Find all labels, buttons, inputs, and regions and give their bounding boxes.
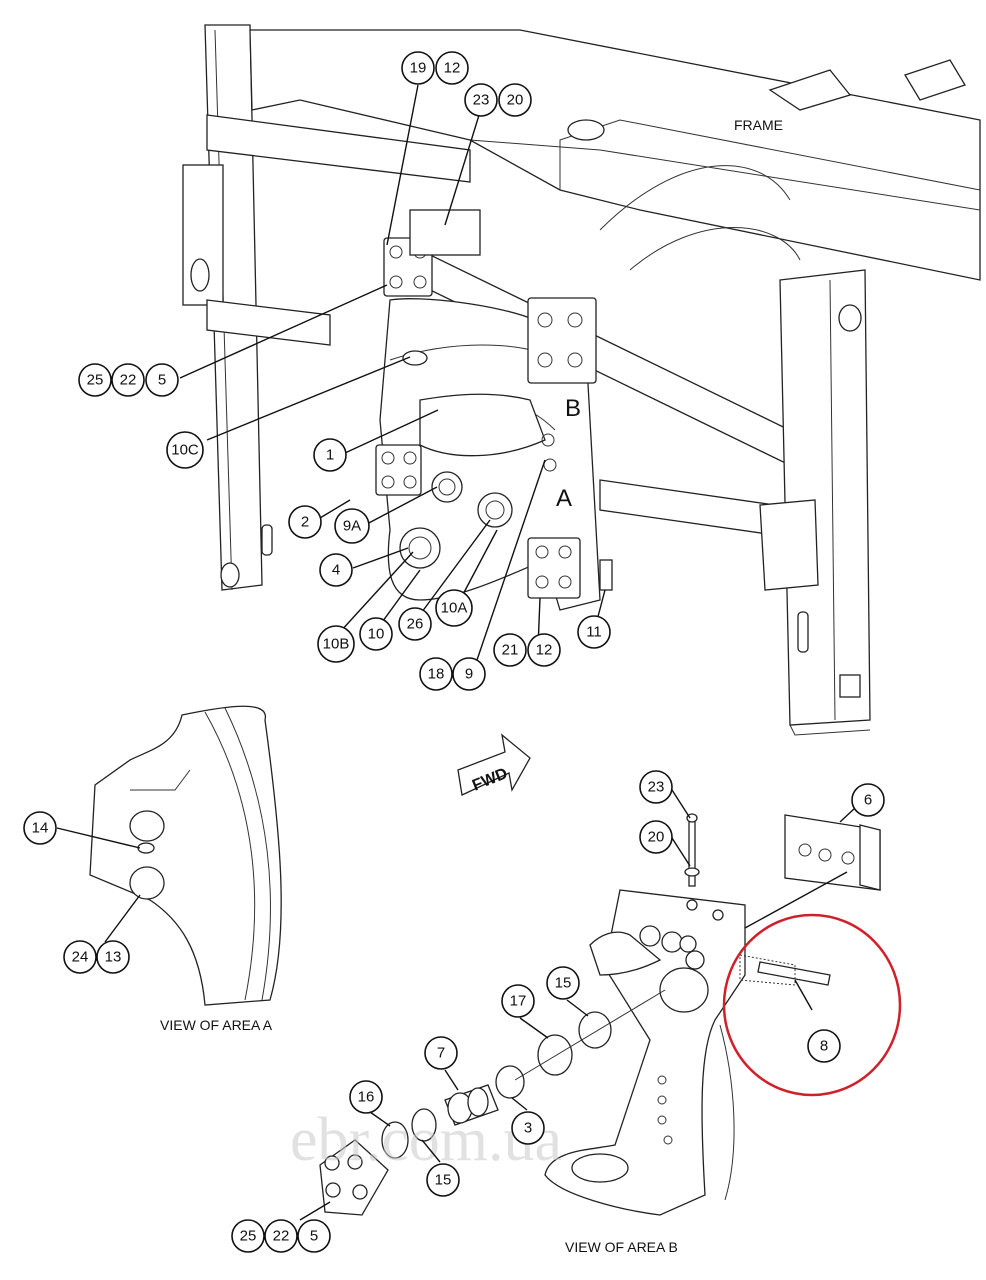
callout-11: 11: [577, 615, 611, 649]
svg-text:10: 10: [368, 626, 385, 643]
svg-text:6: 6: [864, 792, 872, 809]
callout-1: 1: [313, 438, 347, 472]
callout-23-top: 23: [464, 83, 498, 117]
highlight-circle: [722, 913, 902, 1097]
callout-7: 7: [424, 1036, 458, 1070]
callout-25-top: 25: [78, 363, 112, 397]
svg-text:5: 5: [158, 372, 166, 389]
callout-15-right: 15: [546, 966, 580, 1000]
svg-text:12: 12: [536, 642, 553, 659]
view-area-b-drawing: [319, 813, 881, 1216]
svg-text:10A: 10A: [441, 600, 468, 617]
callout-10c: 10C: [166, 431, 204, 469]
callout-10a: 10A: [435, 589, 473, 627]
callout-2: 2: [288, 505, 322, 539]
callout-4: 4: [319, 553, 353, 587]
svg-text:18: 18: [428, 666, 445, 683]
svg-text:5: 5: [310, 1228, 318, 1245]
callouts: 19 12 23 20 25 22 5 10C 1 2 9A 4 10B 10 …: [23, 51, 885, 1253]
callout-14: 14: [23, 811, 57, 845]
svg-text:16: 16: [358, 1089, 375, 1106]
callout-12-top: 12: [435, 51, 469, 85]
callout-25-bottom: 25: [231, 1219, 265, 1253]
callout-6: 6: [851, 783, 885, 817]
callout-20-top: 20: [498, 83, 532, 117]
svg-text:22: 22: [273, 1228, 290, 1245]
svg-text:17: 17: [510, 993, 527, 1010]
callout-15-left: 15: [426, 1163, 460, 1197]
svg-text:26: 26: [407, 616, 424, 633]
svg-text:19: 19: [410, 60, 427, 77]
callout-26: 26: [398, 607, 432, 641]
callout-23-bottom: 23: [639, 770, 673, 804]
callout-5-bottom: 5: [297, 1219, 331, 1253]
callout-12-mid: 12: [527, 633, 561, 667]
svg-text:11: 11: [586, 624, 602, 641]
svg-text:9: 9: [465, 666, 473, 683]
callout-17: 17: [501, 984, 535, 1018]
svg-text:7: 7: [437, 1045, 445, 1062]
callout-22-top: 22: [111, 363, 145, 397]
frame-label: FRAME: [734, 117, 783, 133]
svg-text:10C: 10C: [171, 442, 199, 459]
svg-text:15: 15: [555, 975, 572, 992]
svg-text:22: 22: [120, 372, 137, 389]
svg-text:15: 15: [435, 1172, 452, 1189]
callout-10: 10: [359, 617, 393, 651]
svg-text:20: 20: [648, 829, 665, 846]
callout-20-bottom: 20: [639, 820, 673, 854]
callout-19: 19: [401, 51, 435, 85]
callout-5-top: 5: [145, 363, 179, 397]
view-area-b-label: VIEW OF AREA B: [565, 1239, 678, 1255]
svg-text:9A: 9A: [343, 518, 361, 535]
frame-assembly: [182, 24, 981, 736]
svg-text:21: 21: [502, 642, 519, 659]
svg-text:24: 24: [72, 949, 89, 966]
leader-lines: [56, 84, 856, 1221]
svg-text:25: 25: [240, 1228, 257, 1245]
callout-21: 21: [493, 633, 527, 667]
callout-16: 16: [349, 1080, 383, 1114]
svg-text:23: 23: [648, 779, 665, 796]
svg-text:14: 14: [32, 820, 49, 837]
callout-10b: 10B: [317, 625, 355, 663]
svg-text:1: 1: [326, 447, 334, 464]
callout-9: 9: [452, 657, 486, 691]
svg-text:10B: 10B: [323, 636, 350, 653]
callout-22-bottom: 22: [264, 1219, 298, 1253]
svg-text:20: 20: [507, 92, 524, 109]
view-area-a-drawing: [89, 705, 282, 1006]
area-b-letter: B: [565, 395, 581, 422]
svg-text:12: 12: [444, 60, 461, 77]
callout-8: 8: [807, 1029, 841, 1063]
fwd-arrow-icon: FWD: [457, 733, 531, 796]
callout-18: 18: [419, 657, 453, 691]
svg-text:3: 3: [524, 1120, 532, 1137]
svg-text:23: 23: [473, 92, 490, 109]
callout-13: 13: [96, 940, 130, 974]
svg-text:2: 2: [301, 514, 309, 531]
svg-text:8: 8: [820, 1038, 828, 1055]
area-a-letter: A: [556, 485, 572, 512]
svg-text:4: 4: [332, 562, 340, 579]
callout-3: 3: [511, 1111, 545, 1145]
svg-text:13: 13: [105, 949, 122, 966]
callout-9a: 9A: [334, 508, 370, 544]
callout-24: 24: [63, 940, 97, 974]
view-area-a-label: VIEW OF AREA A: [160, 1017, 273, 1033]
svg-text:25: 25: [87, 372, 104, 389]
